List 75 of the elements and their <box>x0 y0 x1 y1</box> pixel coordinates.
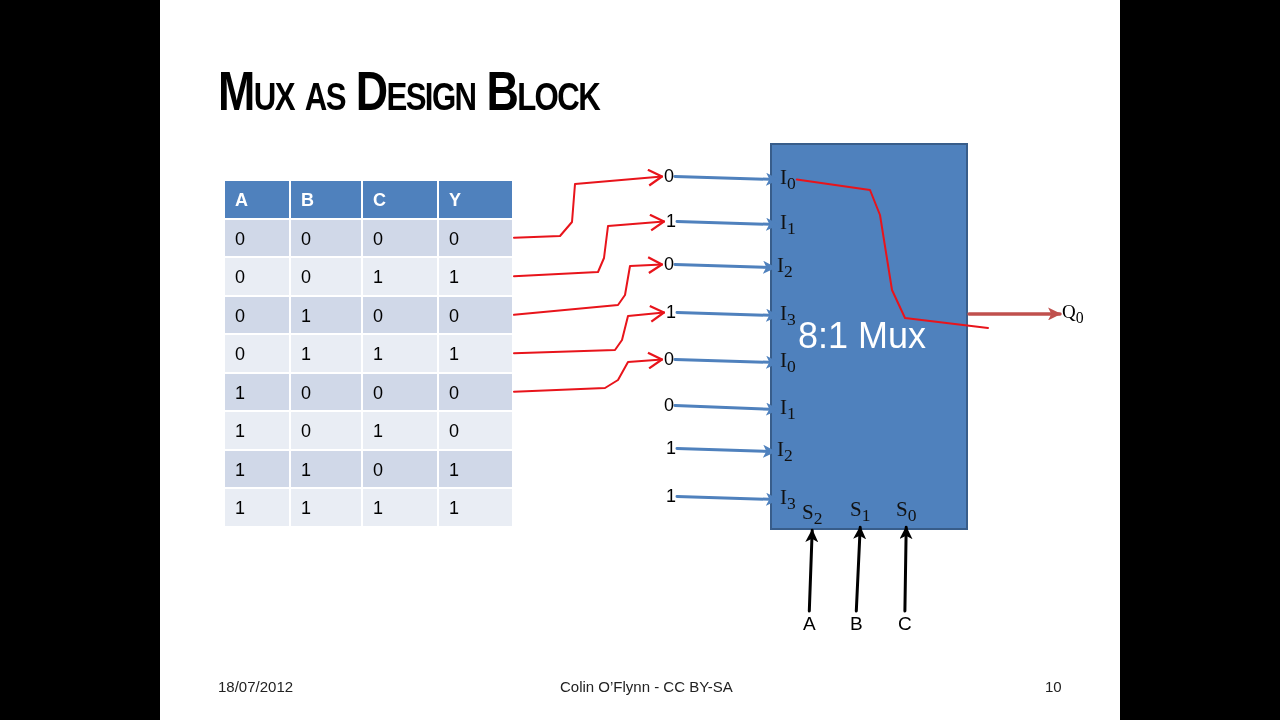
table-cell: 0 <box>438 218 513 257</box>
table-cell: 0 <box>224 295 290 334</box>
pin-label: I$_{1}$ <box>780 395 796 425</box>
table-cell: 1 <box>438 449 513 488</box>
mux-title: 8:1 Mux <box>798 315 927 357</box>
table-cell: 0 <box>438 372 513 411</box>
date-text: 18/07/2012 <box>218 678 294 695</box>
table-cell: 1 <box>438 488 513 527</box>
table-cell: 1 <box>224 488 290 527</box>
input-value: 1 <box>666 486 676 507</box>
arrow <box>967 307 1062 321</box>
table-cell: 0 <box>290 372 362 411</box>
table-cell: 0 <box>362 218 438 257</box>
input-value: 1 <box>666 302 676 323</box>
table-cell: 0 <box>290 257 362 296</box>
table-cell: 1 <box>362 488 438 527</box>
select-input-label: B <box>850 613 863 635</box>
table-header-cell: A <box>224 180 290 219</box>
table-cell: 0 <box>438 411 513 450</box>
input-value: 1 <box>666 211 676 232</box>
table-header-cell: Y <box>438 180 513 219</box>
table-cell: 1 <box>224 372 290 411</box>
hand-drawn-line <box>795 178 989 329</box>
input-value: 0 <box>664 254 674 275</box>
pin-label: I$_{3}$ <box>780 485 796 515</box>
table-cell: 0 <box>224 257 290 296</box>
table-cell: 1 <box>290 488 362 527</box>
table-cell: 1 <box>224 449 290 488</box>
table-cell: 1 <box>224 411 290 450</box>
input-value: 0 <box>664 349 674 370</box>
select-input-label: C <box>898 613 912 635</box>
input-value: 0 <box>664 395 674 416</box>
table-cell: 1 <box>438 334 513 373</box>
hand-drawn-arrow <box>513 304 666 355</box>
hand-drawn-arrow <box>513 168 664 239</box>
table-cell: 1 <box>362 411 438 450</box>
pin-label: I$_{3}$ <box>780 301 796 331</box>
table-cell: 1 <box>290 295 362 334</box>
table-cell: 0 <box>362 372 438 411</box>
table-cell: 1 <box>290 334 362 373</box>
arrow <box>853 525 867 613</box>
table-cell: 0 <box>224 334 290 373</box>
pin-label: I$_{2}$ <box>777 253 793 283</box>
pin-label: I$_{0}$ <box>780 165 796 195</box>
table-cell: 1 <box>362 334 438 373</box>
table-cell: 1 <box>362 257 438 296</box>
table-cell: 1 <box>290 449 362 488</box>
pin-label: I$_{2}$ <box>777 437 793 467</box>
table-cell: 1 <box>438 257 513 296</box>
pin-label: S$_{0}$ <box>896 497 917 527</box>
arrow <box>805 528 819 613</box>
pin-label: I$_{1}$ <box>780 210 796 240</box>
hand-drawn-arrow <box>513 351 664 393</box>
table-header-cell: C <box>362 180 438 219</box>
table-cell: 0 <box>224 218 290 257</box>
table-cell: 0 <box>362 295 438 334</box>
author-credit: Colin O’Flynn - CC BY-SA <box>560 678 733 695</box>
pin-label: S$_{2}$ <box>802 500 823 530</box>
hand-drawn-arrow <box>513 213 666 278</box>
input-value: 1 <box>666 438 676 459</box>
table-cell: 0 <box>438 295 513 334</box>
hand-drawn-arrow <box>513 256 664 316</box>
table-cell: 0 <box>290 411 362 450</box>
output-label: Q$_{0}$ <box>1062 301 1084 327</box>
input-value: 0 <box>664 166 674 187</box>
table-cell: 0 <box>290 218 362 257</box>
pin-label: S$_{1}$ <box>850 497 871 527</box>
arrow <box>899 525 913 613</box>
select-input-label: A <box>803 613 816 635</box>
table-header-cell: B <box>290 180 362 219</box>
page-number: 10 <box>1045 678 1062 695</box>
mux-block <box>770 143 968 530</box>
pin-label: I$_{0}$ <box>780 348 796 378</box>
slide-title: Mux as Design Block <box>218 58 600 123</box>
table-cell: 0 <box>362 449 438 488</box>
